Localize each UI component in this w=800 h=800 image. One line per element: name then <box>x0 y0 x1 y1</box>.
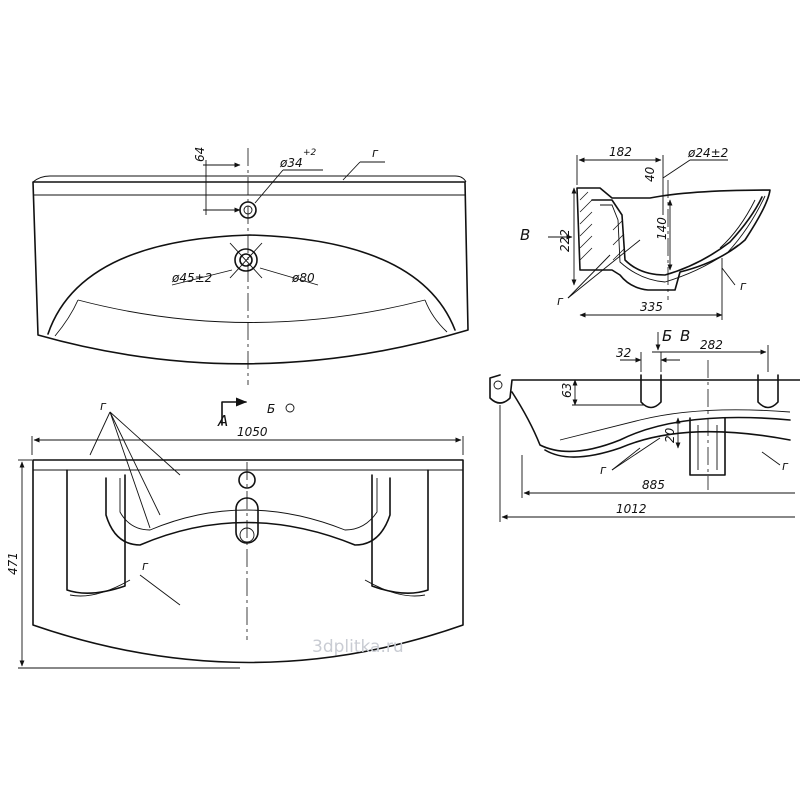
front-view-left-shade <box>69 579 131 597</box>
g-leader-side-2 <box>567 239 641 299</box>
section-a-arrow <box>221 397 248 426</box>
top-view-bowl-left-facet <box>54 299 79 337</box>
top-view: 64 ø34 +2 г ø45±2 ø80 А Б <box>32 146 469 430</box>
side-section-inner-wall <box>600 204 739 283</box>
g-label-front-bottom: г <box>142 559 149 573</box>
section-v-label-long: В <box>680 327 690 345</box>
long-section-bowl-outline <box>511 391 791 453</box>
dim-d34: ø34 <box>279 156 303 170</box>
dim-d24: ø24±2 <box>687 146 728 160</box>
mounting-hole <box>493 380 503 390</box>
top-view-back-lip <box>32 175 467 183</box>
dim-64: 64 <box>193 147 207 162</box>
g-label-side-left: г <box>557 294 564 308</box>
long-section-top-outline <box>489 374 800 404</box>
dim-d45: ø45±2 <box>171 271 212 285</box>
g-label-top: г <box>372 146 379 160</box>
dim-32: 32 <box>616 346 631 360</box>
front-view-bowl-section <box>105 477 391 546</box>
g-leader-side-right <box>721 267 736 286</box>
g-label-long-right: г <box>782 459 789 473</box>
section-b-label: Б <box>662 327 672 345</box>
front-view-right-shade <box>364 579 426 597</box>
top-view-bowl-bottom-curve <box>77 299 426 323</box>
g-leader-front-4 <box>109 411 151 529</box>
g-leader-long-2 <box>611 437 661 471</box>
g-leader-front-1 <box>89 411 111 456</box>
drain-diag-b <box>229 242 263 279</box>
dim-140: 140 <box>655 217 669 240</box>
dim-d80: ø80 <box>291 271 315 285</box>
dim-471: 471 <box>6 552 20 575</box>
g-leader-long-1 <box>611 447 641 471</box>
side-section-outline <box>576 187 771 291</box>
front-view: 1050 г г 471 <box>6 399 464 669</box>
dim-182: 182 <box>609 145 632 159</box>
dim-1012: 1012 <box>616 502 647 516</box>
g-label-side-right: г <box>740 279 747 293</box>
top-view-bowl-right-facet <box>424 299 448 333</box>
dim-282: 282 <box>700 338 723 352</box>
dim-d34-leader <box>254 169 284 204</box>
long-section-bowl-inner <box>559 409 791 441</box>
g-label-front: г <box>100 399 107 413</box>
front-view-left-pedestal <box>66 469 126 594</box>
g-leader-side-1 <box>567 254 611 299</box>
dim-885: 885 <box>642 478 665 492</box>
section-v-label: В <box>520 226 530 244</box>
top-view-outline <box>32 181 469 365</box>
dim-d80-leader <box>259 267 319 286</box>
drain-hole-inner <box>239 253 253 267</box>
side-section: 182 ø24±2 40 222 140 В 335 г <box>520 145 771 320</box>
dim-40: 40 <box>643 166 657 182</box>
g-leader-front-3 <box>109 411 181 476</box>
side-section-wall <box>591 196 763 276</box>
long-tap-hole-left <box>640 374 662 409</box>
g-leader-front-bottom <box>139 574 181 606</box>
watermark: 3dplitka.ru <box>312 637 404 657</box>
section-b-label-top: Б <box>267 402 275 416</box>
section-a-label: А <box>217 412 228 430</box>
g-leader-front-2 <box>109 411 161 516</box>
dim-1050: 1050 <box>237 425 268 439</box>
dim-63: 63 <box>560 383 574 398</box>
dim-222: 222 <box>558 229 572 252</box>
front-view-outline <box>32 459 464 664</box>
top-view-bowl <box>47 234 456 335</box>
dim-335: 335 <box>640 300 663 314</box>
long-tap-hole-right <box>757 374 779 409</box>
front-view-bowl-inner <box>119 478 378 531</box>
dim-d45-leader <box>171 269 233 286</box>
g-leader-long-right <box>761 451 781 466</box>
g-leader-top <box>342 161 361 181</box>
long-section-bowl-bottom <box>544 430 791 458</box>
g-label-long-left: г <box>600 463 607 477</box>
drain-hole-outer <box>234 248 258 272</box>
long-section: Б В 32 282 63 20 г г 885 1012 <box>489 327 800 522</box>
section-b-mark <box>285 403 295 413</box>
front-view-right-pedestal <box>371 469 429 594</box>
side-section-hatching <box>579 191 625 261</box>
side-section-overflow-channel <box>719 195 766 253</box>
dim-20: 20 <box>663 427 677 443</box>
dim-d34-tolerance: +2 <box>303 148 317 158</box>
dim-d24-leader <box>662 159 691 179</box>
long-section-drain <box>689 417 726 476</box>
